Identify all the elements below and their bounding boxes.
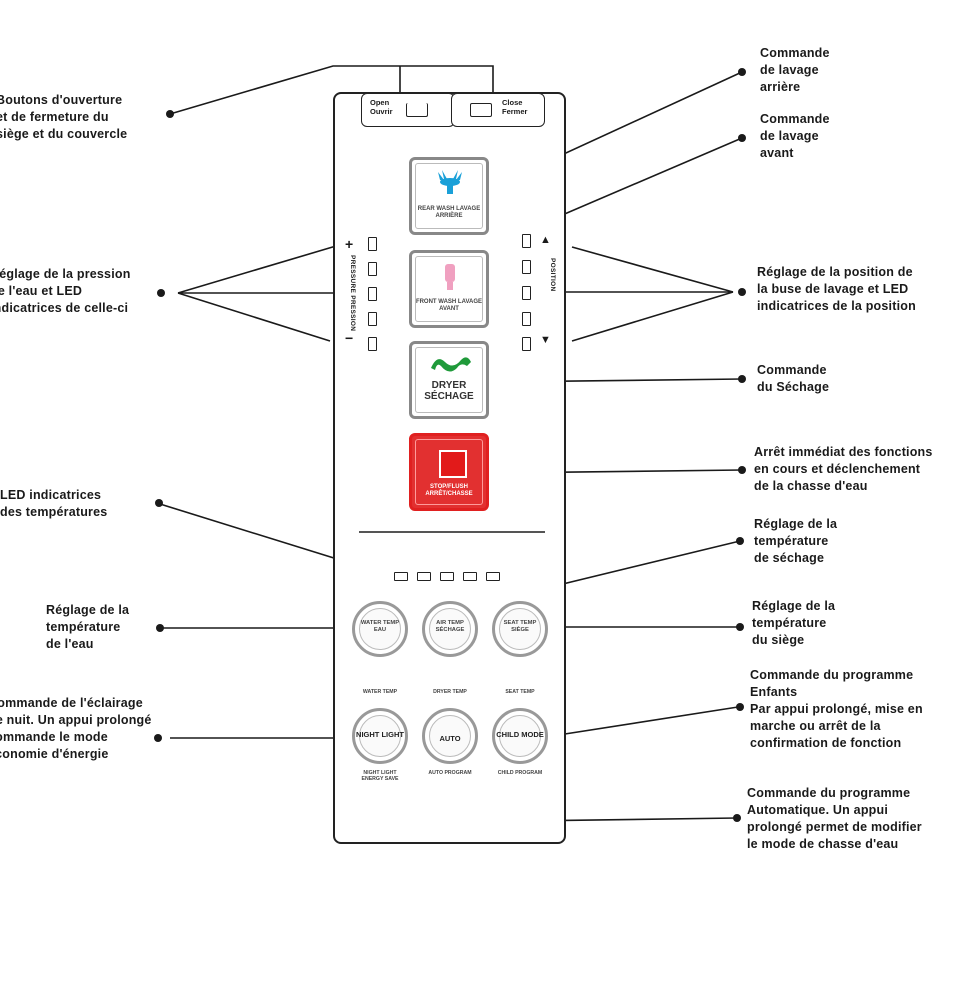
- position-text: POSITION: [549, 258, 556, 292]
- auto-button[interactable]: AUTO: [422, 708, 478, 764]
- kids-button[interactable]: CHILD MODE: [492, 708, 548, 764]
- front-wash-icon: [445, 264, 455, 290]
- tiny-label-auto: AUTO PROGRAM: [428, 770, 472, 776]
- rear-wash-icon: [438, 170, 462, 194]
- tiny-label-seat-temp: SEAT TEMP: [505, 689, 535, 695]
- position-up-icon: ▲: [540, 234, 551, 246]
- pressure-led: [368, 312, 377, 326]
- bullet-auto: [733, 814, 741, 822]
- temp-led: [440, 572, 454, 581]
- position-down-icon: ▼: [540, 334, 551, 346]
- temp-led: [394, 572, 408, 581]
- stop-caption: STOP/FLUSH ARRÊT/CHASSE: [425, 484, 473, 497]
- label-pressure: Réglage de la pressionde l'eau et LEDind…: [0, 267, 131, 315]
- tiny-label-water-temp: WATER TEMP: [362, 689, 398, 695]
- water-temp-caption: WATER TEMP EAU: [360, 620, 400, 633]
- dry-temp-caption: AIR TEMP SÉCHAGE: [435, 620, 465, 633]
- position-led: [522, 286, 531, 300]
- dry-temp-button[interactable]: AIR TEMP SÉCHAGE: [422, 601, 478, 657]
- front-wash-caption: FRONT WASH LAVAGE AVANT: [415, 299, 483, 312]
- night-light-caption: NIGHT LIGHT: [356, 730, 404, 739]
- pressure-minus-icon: −: [345, 330, 354, 346]
- seat-temp-caption: SEAT TEMP SIÈGE: [503, 620, 537, 633]
- dryer-icon: [431, 357, 471, 372]
- bullet-dryer: [738, 375, 746, 383]
- open-lid-icon: [406, 103, 428, 117]
- pressure-led: [368, 262, 377, 276]
- close-lid-icon: [470, 103, 492, 117]
- position-led: [522, 260, 531, 274]
- pressure-plus-icon: +: [345, 236, 354, 252]
- bullet-stop: [738, 466, 746, 474]
- pressure-text: PRESSURE PRESSION: [349, 255, 356, 332]
- temp-led: [463, 572, 477, 581]
- temp-led: [417, 572, 431, 581]
- tiny-label-night: NIGHT LIGHT ENERGY SAVE: [361, 770, 399, 782]
- temp-led: [486, 572, 500, 581]
- bullet-rear: [738, 68, 746, 76]
- stop-button[interactable]: STOP/FLUSH ARRÊT/CHASSE: [409, 433, 489, 511]
- bullet-front: [738, 134, 746, 142]
- bullet-position: [738, 288, 746, 296]
- position-led: [522, 312, 531, 326]
- auto-caption: AUTO: [439, 734, 461, 743]
- seat-temp-button[interactable]: SEAT TEMP SIÈGE: [492, 601, 548, 657]
- bullet-lid: [166, 110, 174, 118]
- pressure-led: [368, 337, 377, 351]
- bullet-water-temp: [156, 624, 164, 632]
- tiny-label-kids: CHILD PROGRAM: [497, 770, 543, 776]
- front-wash-button[interactable]: FRONT WASH LAVAGE AVANT: [409, 250, 489, 328]
- bullet-pressure: [157, 289, 165, 297]
- bullet-seat-temp: [736, 623, 744, 631]
- bullet-kids: [736, 703, 744, 711]
- rear-wash-caption: REAR WASH LAVAGE ARRIÈRE: [417, 206, 481, 219]
- tiny-label-dryer-temp: DRYER TEMP: [433, 689, 467, 695]
- rear-wash-button[interactable]: REAR WASH LAVAGE ARRIÈRE: [409, 157, 489, 235]
- position-led: [522, 234, 531, 248]
- divider: [359, 531, 545, 533]
- bullet-night: [154, 734, 162, 742]
- night-light-button[interactable]: NIGHT LIGHT: [352, 708, 408, 764]
- water-temp-button[interactable]: WATER TEMP EAU: [352, 601, 408, 657]
- bullet-dry-temp: [736, 537, 744, 545]
- stop-icon: [439, 450, 467, 478]
- pressure-led: [368, 237, 377, 251]
- bullet-temp-leds: [155, 499, 163, 507]
- pressure-led: [368, 287, 377, 301]
- position-led: [522, 337, 531, 351]
- kids-caption: CHILD MODE: [496, 730, 544, 739]
